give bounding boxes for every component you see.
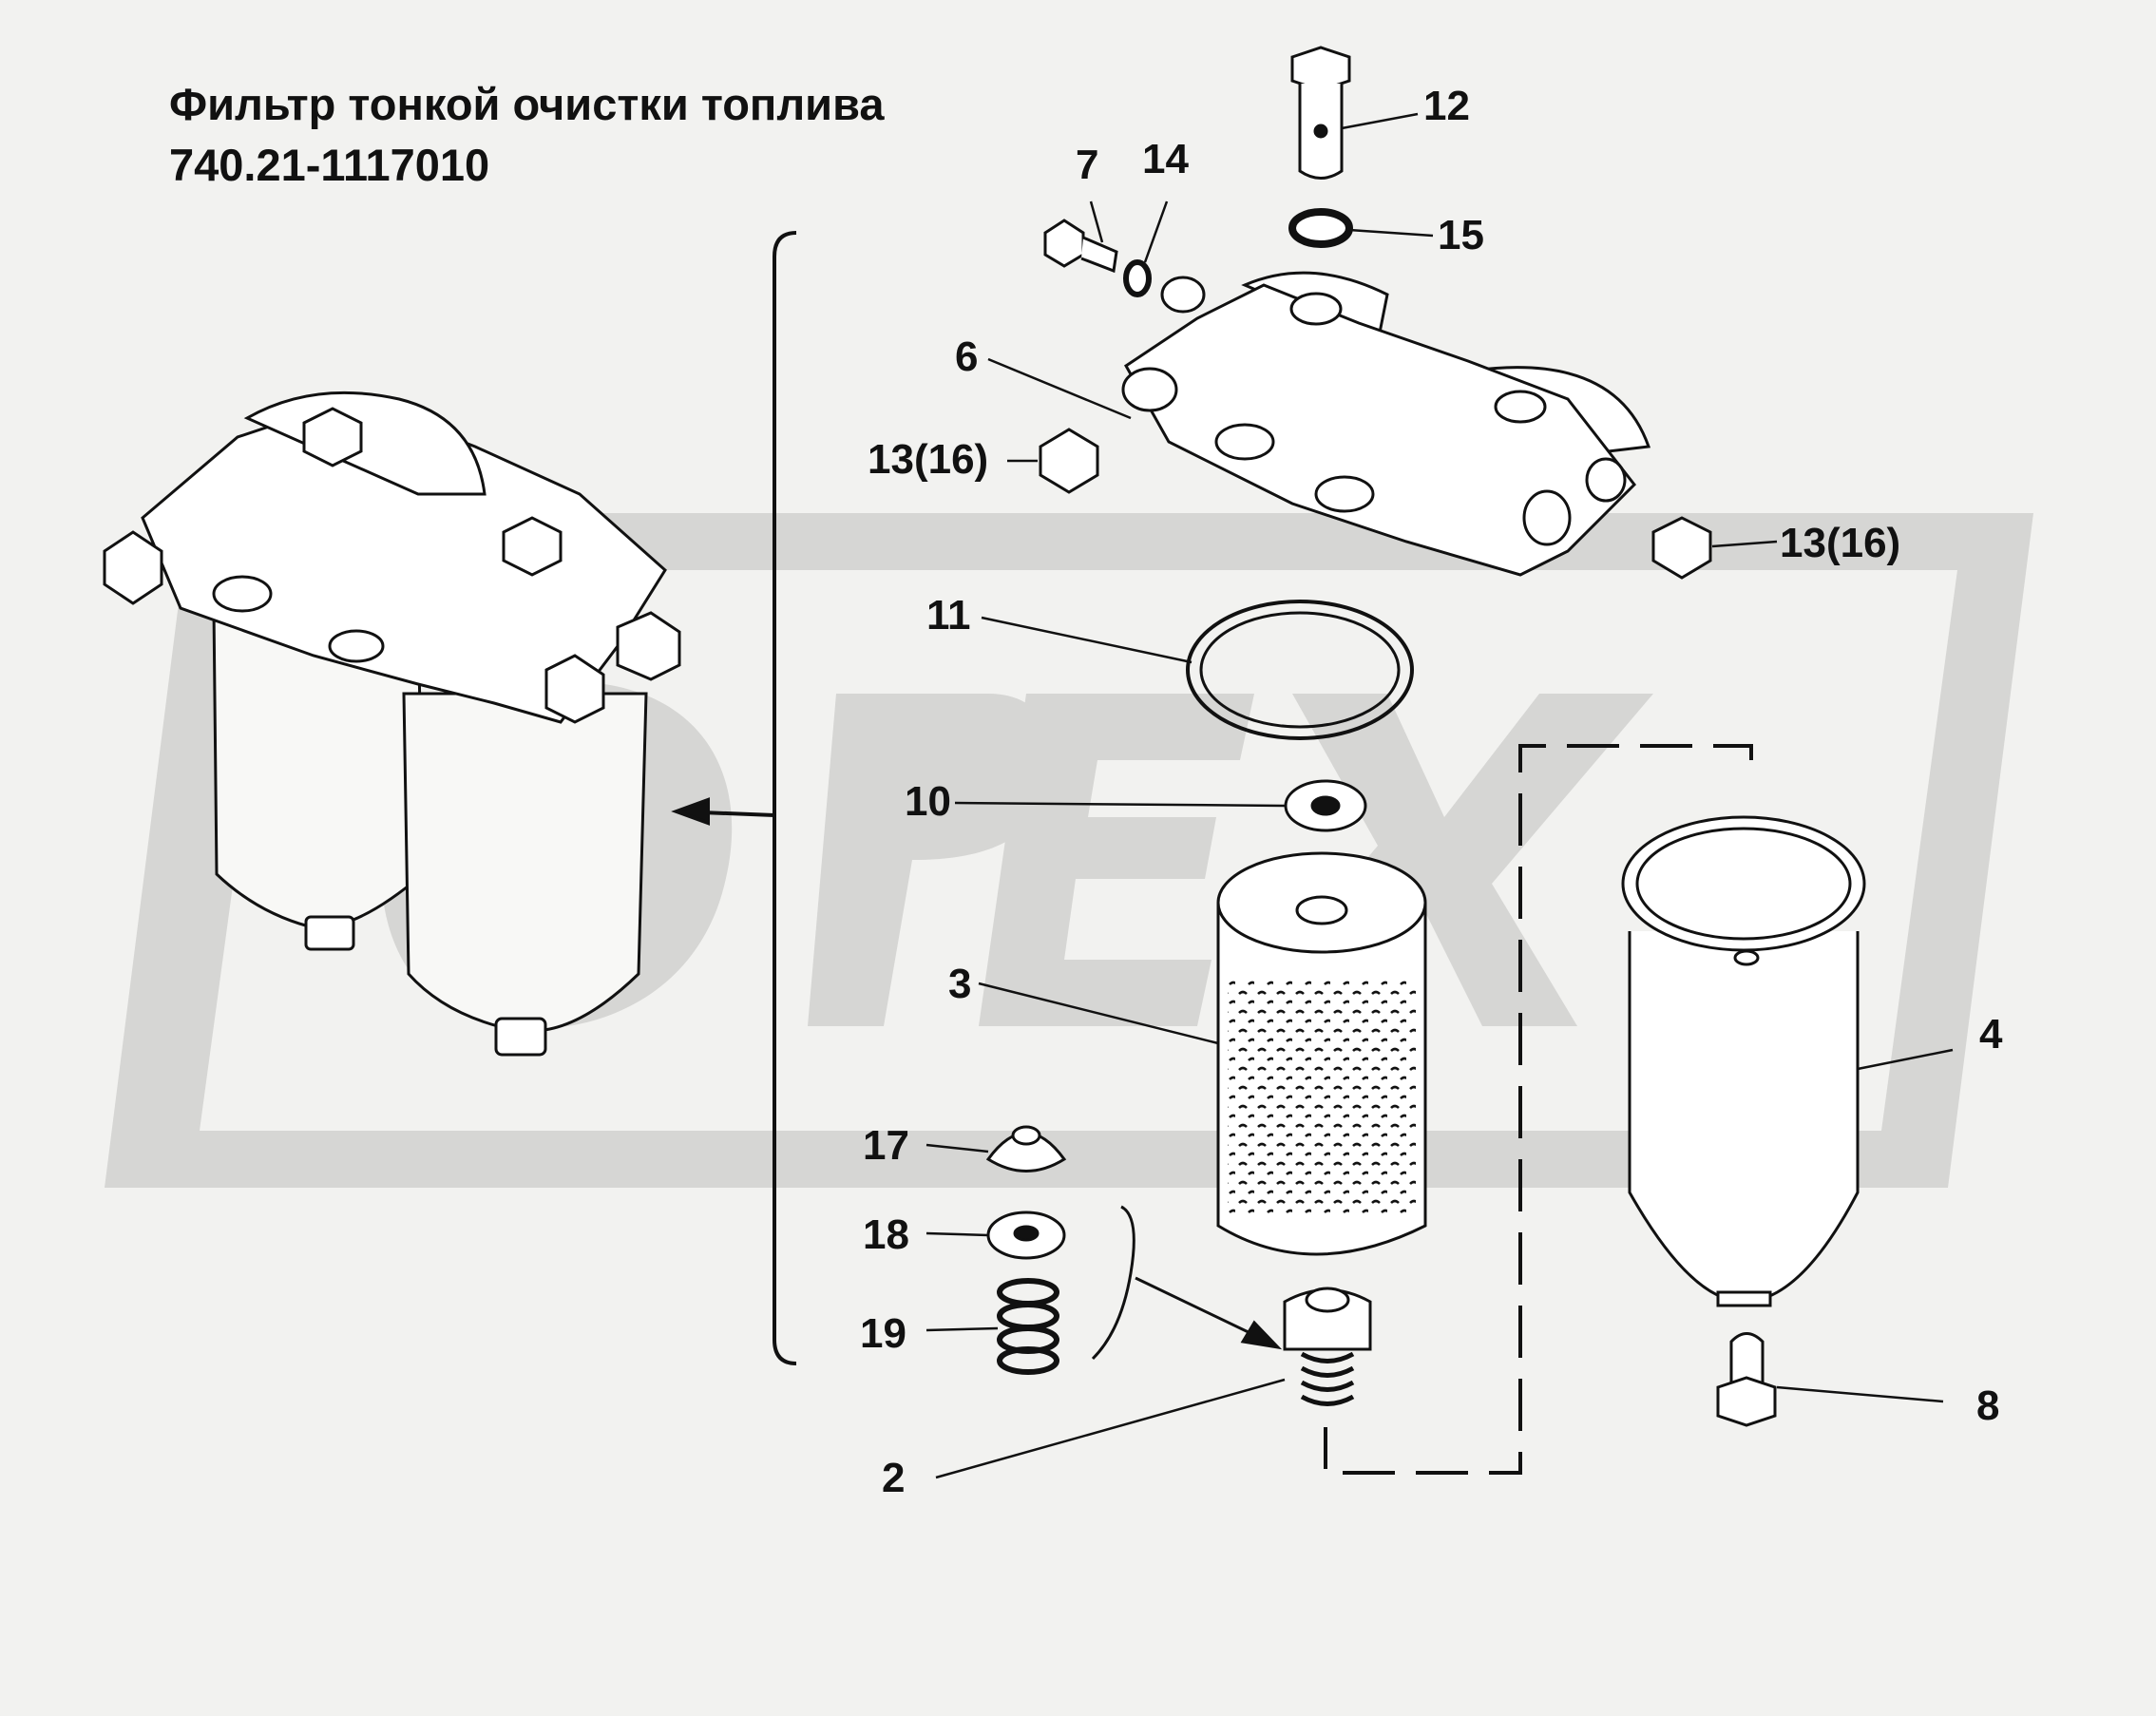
leader-19 [925, 1326, 999, 1332]
assembled-cap-left [243, 391, 487, 496]
callout-7: 7 [1076, 142, 1098, 188]
assembled-right-bowl [402, 692, 648, 1033]
leader-4 [1857, 1048, 1954, 1071]
exploded-parts [985, 46, 1866, 1475]
part-number: 740.21-1117010 [169, 140, 490, 190]
callout-19: 19 [860, 1310, 906, 1357]
assembly-arrow-line [700, 810, 775, 817]
assembled-bolt-front [544, 654, 605, 724]
callout-6: 6 [955, 334, 978, 380]
assembled-left-drain [304, 915, 355, 951]
part-2-spring-assembly [1283, 1287, 1372, 1406]
assembly-dashed-line [1324, 744, 1753, 1475]
callout-labels: 12 15 7 14 6 13(16) 13(16) 11 10 3 4 17 … [860, 83, 2003, 1501]
assembled-port-2 [328, 629, 385, 663]
callout-13-left: 13(16) [868, 436, 988, 483]
part-19-spring [997, 1278, 1059, 1375]
assembled-right-drain [494, 1017, 547, 1057]
part-14-washer [1123, 259, 1152, 297]
leader-lines [925, 112, 1954, 1479]
leader-6 [987, 357, 1132, 420]
part-17-cap [985, 1125, 1067, 1173]
part-15-washer [1288, 208, 1353, 248]
part-4-bowl [1621, 815, 1866, 1307]
assembled-filter [103, 391, 681, 1057]
leader-8 [1776, 1385, 1944, 1403]
part-11-seal-ring [1186, 600, 1414, 740]
part-13-plug-left [1039, 428, 1099, 494]
leader-2 [935, 1378, 1286, 1479]
leader-17 [925, 1143, 989, 1154]
leader-7 [1089, 200, 1104, 243]
part-18-washer [986, 1211, 1066, 1260]
watermark-letter-e [979, 694, 1254, 1026]
leader-14 [1143, 200, 1169, 263]
callout-15: 15 [1438, 212, 1484, 258]
assembly-bracket [671, 231, 797, 1365]
callout-3: 3 [948, 961, 971, 1007]
leader-13b [1711, 540, 1778, 548]
part-13-plug-right [1651, 516, 1712, 580]
callout-14: 14 [1142, 136, 1189, 182]
part-10-spring-plate [1284, 779, 1367, 832]
assembly-arrow-head [671, 797, 710, 826]
leader-12 [1341, 112, 1419, 130]
assembled-port-1 [212, 575, 273, 613]
leader-15 [1348, 228, 1434, 238]
part-3-filter-element [1216, 851, 1427, 1256]
callout-13-right: 13(16) [1780, 520, 1900, 566]
callout-12: 12 [1423, 83, 1470, 129]
leader-3 [978, 982, 1219, 1045]
callout-17: 17 [863, 1122, 909, 1169]
assembled-bolt-center [502, 516, 563, 577]
part-12-banjo-bolt [1290, 46, 1351, 180]
leader-11 [981, 616, 1192, 664]
callout-4: 4 [1979, 1011, 2003, 1058]
bracket-line [773, 231, 797, 1365]
leader-18 [925, 1231, 989, 1237]
diagram-title: Фильтр тонкой очистки топлива [169, 79, 885, 129]
spring-group-arrow-line [1135, 1276, 1255, 1337]
callout-8: 8 [1976, 1382, 1999, 1429]
leader-10 [954, 801, 1286, 808]
spring-group-brace [1091, 1205, 1135, 1361]
watermark-letter-p [808, 694, 1056, 1026]
assembled-bolt-left [103, 530, 163, 605]
part-8-drain-plug [1716, 1332, 1777, 1427]
callout-10: 10 [905, 778, 951, 825]
callout-2: 2 [882, 1455, 905, 1501]
part-7-bolt [1043, 219, 1118, 274]
callout-18: 18 [863, 1211, 909, 1258]
part-6-housing [1121, 271, 1651, 577]
spring-group-arrow-head [1240, 1320, 1283, 1350]
assembled-bolt-top [302, 407, 363, 467]
assembled-bolt-right [616, 611, 681, 681]
callout-11: 11 [926, 592, 971, 639]
